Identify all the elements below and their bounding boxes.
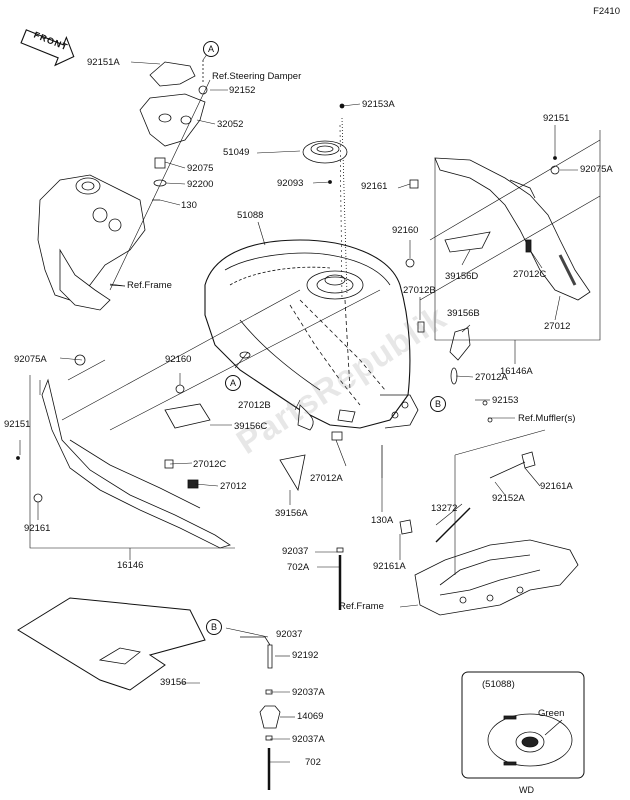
part-label-16146: 16146 — [117, 560, 144, 571]
part-label-92161-left: 92161 — [24, 523, 51, 534]
pads-and-clips — [279, 431, 383, 610]
part-label-92161a-mid: 92161A — [373, 561, 406, 572]
group-brackets — [29, 79, 601, 575]
left-side-cover — [16, 354, 231, 549]
part-label-92161a-right: 92161A — [540, 481, 573, 492]
part-label-51088: 51088 — [237, 210, 264, 221]
damper-bracket — [139, 60, 208, 201]
part-label-92161-right: 92161 — [361, 181, 388, 192]
ref-frame-upper: Ref.Frame — [127, 280, 172, 291]
part-label-27012-mid: 27012 — [220, 481, 247, 492]
inset-code: WD — [519, 785, 534, 795]
part-label-92037-mid: 92037 — [282, 546, 309, 557]
figure-code: F2410 — [593, 6, 620, 17]
part-label-13272: 13272 — [431, 503, 458, 514]
part-label-39156c: 39156C — [234, 421, 268, 432]
part-label-702a: 702A — [287, 562, 310, 573]
part-label-39156: 39156 — [160, 677, 187, 688]
part-label-92075a-left: 92075A — [14, 354, 47, 365]
part-label-92093: 92093 — [277, 178, 304, 189]
part-label-92192: 92192 — [292, 650, 319, 661]
part-label-92153: 92153 — [492, 395, 519, 406]
part-label-130: 130 — [181, 200, 197, 211]
callout-a-top: A — [203, 41, 219, 57]
part-label-92152a: 92152A — [492, 493, 525, 504]
part-label-92160-right: 92160 — [392, 225, 419, 236]
part-label-39156b: 39156B — [447, 308, 480, 319]
part-label-92075a-right: 92075A — [580, 164, 613, 175]
part-label-92153a: 92153A — [362, 99, 395, 110]
part-label-92152: 92152 — [229, 85, 256, 96]
part-label-92037-bottom: 92037 — [276, 629, 303, 640]
inset-title: (51088) — [482, 679, 515, 690]
part-label-92151-right: 92151 — [543, 113, 570, 124]
part-label-92037a-lower: 92037A — [292, 734, 325, 745]
part-label-92160-left: 92160 — [165, 354, 192, 365]
part-label-39156d: 39156D — [445, 271, 479, 282]
part-label-27012a-right: 27012A — [475, 372, 508, 383]
part-label-51049: 51049 — [223, 147, 250, 158]
part-label-14069: 14069 — [297, 711, 324, 722]
part-label-27012b-right: 27012B — [403, 285, 436, 296]
leader-lines — [19, 49, 578, 763]
part-label-16146a: 16146A — [500, 366, 533, 377]
part-label-27012b-mid: 27012B — [238, 400, 271, 411]
part-label-92151a: 92151A — [87, 57, 120, 68]
part-label-39156a: 39156A — [275, 508, 308, 519]
ref-mufflers: Ref.Muffler(s) — [518, 413, 576, 424]
inset-box — [461, 671, 585, 779]
part-label-92200: 92200 — [187, 179, 214, 190]
front-arrow — [20, 29, 75, 67]
part-label-130a: 130A — [371, 515, 394, 526]
part-label-27012a-mid: 27012A — [310, 473, 343, 484]
part-label-92151-left: 92151 — [4, 419, 31, 430]
hose-parts — [240, 636, 281, 790]
floor-mat — [17, 597, 206, 691]
part-label-32052: 32052 — [217, 119, 244, 130]
callout-b-mid: B — [430, 396, 446, 412]
part-label-92075: 92075 — [187, 163, 214, 174]
fuel-cap — [302, 103, 348, 184]
part-label-27012c-mid: 27012C — [193, 459, 227, 470]
rear-frame — [399, 400, 579, 616]
part-label-27012c-right: 27012C — [513, 269, 547, 280]
right-side-cover — [405, 156, 591, 385]
part-label-92037a-upper: 92037A — [292, 687, 325, 698]
ref-steering-damper: Ref.Steering Damper — [212, 71, 302, 82]
inset-color-note: Green — [538, 708, 565, 719]
fuel-tank — [204, 117, 419, 431]
front-frame-head — [37, 174, 146, 311]
ref-frame-lower: Ref.Frame — [339, 601, 384, 612]
callout-b-bottom: B — [206, 619, 222, 635]
part-label-27012-right: 27012 — [544, 321, 571, 332]
part-label-702: 702 — [305, 757, 321, 768]
callout-a-mid: A — [225, 375, 241, 391]
